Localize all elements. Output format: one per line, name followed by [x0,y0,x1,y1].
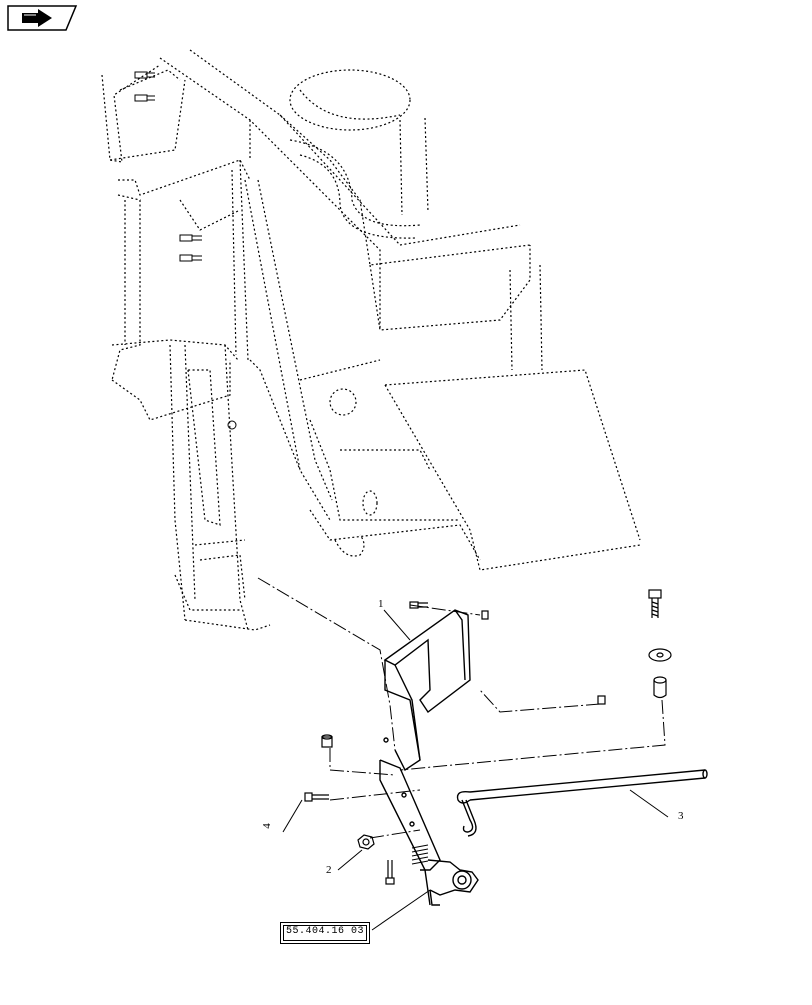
tractor-frame-dotted [101,49,641,631]
bracket-part-1 [379,609,479,906]
reference-code-box[interactable]: 55.404.16 03 [280,922,370,944]
callout-3: 3 [678,810,684,822]
background-bolts [134,71,237,430]
reference-code-inner-border [283,925,367,941]
callout-leaders [282,609,669,931]
callout-4: 4 [260,823,273,829]
next-page-arrow-icon[interactable] [6,4,78,32]
reference-code-label: 55.404.16 03 [285,926,364,937]
nav-icon-frame [7,5,78,31]
fastener-bolts [304,589,672,885]
rod-part-3 [456,769,708,837]
callout-1: 1 [378,598,384,610]
callout-2: 2 [326,864,332,876]
